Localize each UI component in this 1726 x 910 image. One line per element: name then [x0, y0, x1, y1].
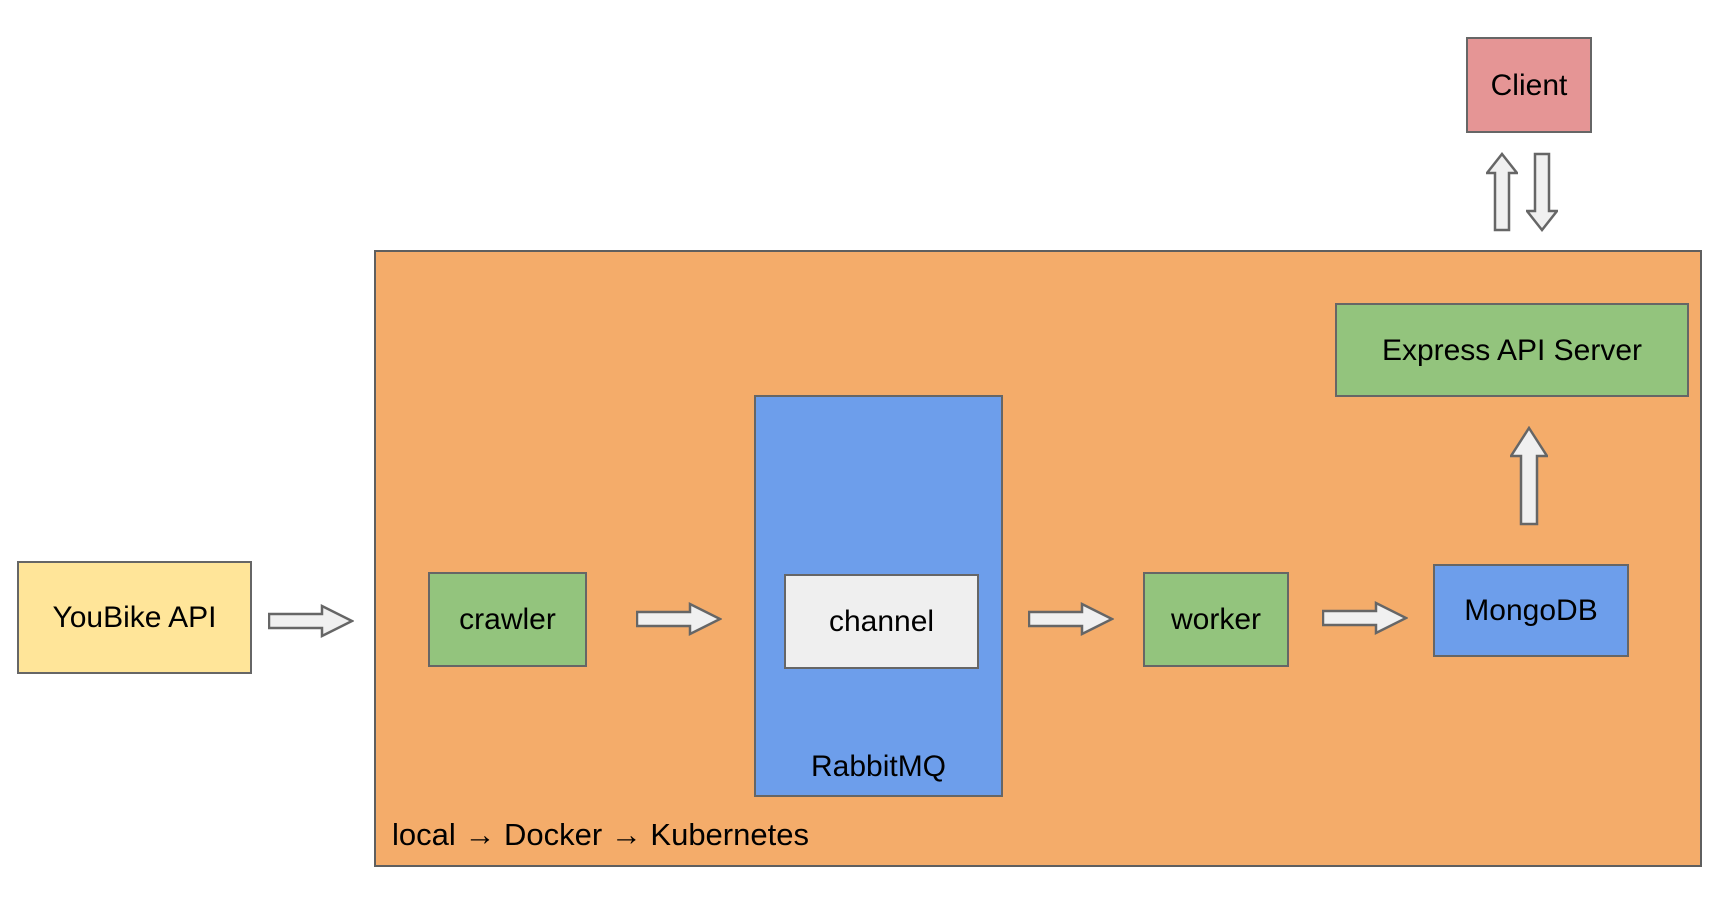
node-rabbitmq-label: RabbitMQ	[810, 750, 947, 783]
node-express-api-server: Express API Server	[1335, 303, 1689, 397]
node-client-label: Client	[1490, 68, 1568, 102]
node-channel: channel	[784, 574, 979, 669]
arrow-channel-to-worker-icon	[1028, 601, 1114, 637]
node-youbike-api: YouBike API	[17, 561, 252, 674]
arrow-youbike-to-crawler-icon	[268, 603, 354, 639]
node-express-api-server-label: Express API Server	[1381, 333, 1643, 367]
deployment-container: crawler channel RabbitMQ worker MongoDB …	[374, 250, 1702, 867]
node-worker-label: worker	[1170, 603, 1261, 636]
arrow-mongodb-to-express-icon	[1510, 426, 1548, 526]
node-channel-label: channel	[828, 605, 935, 638]
deployment-caption: local → Docker → Kubernetes	[392, 817, 809, 852]
node-crawler: crawler	[428, 572, 587, 667]
node-crawler-label: crawler	[459, 603, 556, 636]
node-youbike-api-label: YouBike API	[52, 601, 217, 634]
arrow-worker-to-mongodb-icon	[1322, 600, 1408, 636]
node-worker: worker	[1143, 572, 1289, 667]
node-mongodb-label: MongoDB	[1464, 594, 1598, 627]
node-client: Client	[1466, 37, 1592, 133]
node-mongodb: MongoDB	[1433, 564, 1629, 657]
arrow-container-to-client-icon	[1486, 152, 1518, 232]
arrow-crawler-to-channel-icon	[636, 601, 722, 637]
arrow-client-to-container-icon	[1526, 152, 1558, 232]
node-rabbitmq: channel RabbitMQ	[754, 395, 1003, 797]
